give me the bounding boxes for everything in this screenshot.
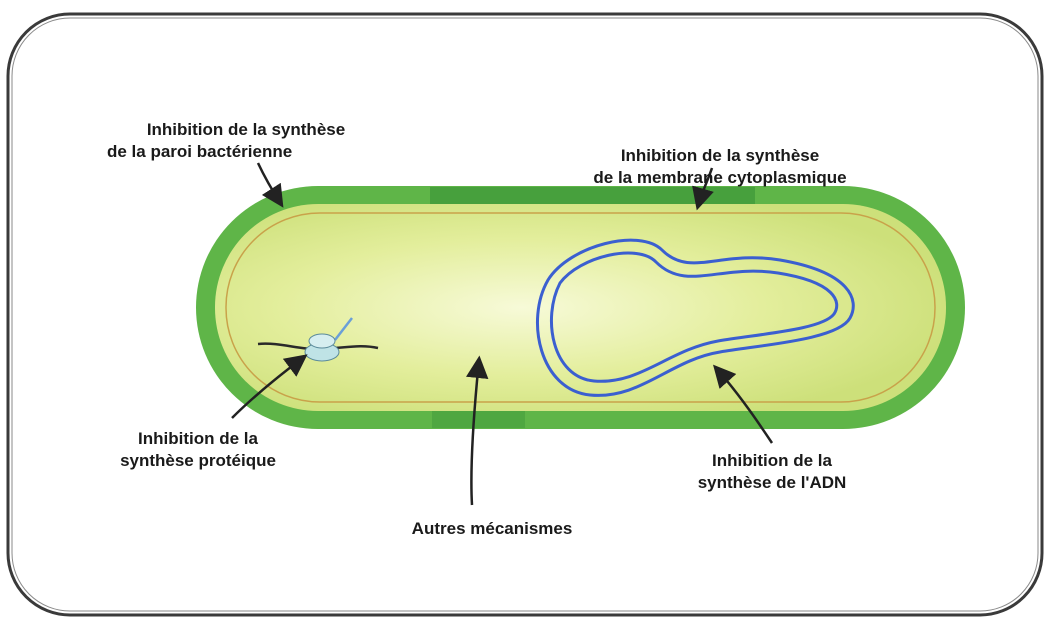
label-membrane-line1: Inhibition de la synthèse (570, 145, 870, 167)
label-membrane-line2: de la membrane cytoplasmique (570, 167, 870, 189)
label-protein-line2: synthèse protéique (88, 450, 308, 472)
membrane-band-top (430, 187, 755, 205)
label-other-line1: Autres mécanismes (372, 518, 612, 540)
ribosome-large (309, 334, 335, 348)
label-dna-line1: Inhibition de la (662, 450, 882, 472)
membrane-band-bottom (432, 410, 525, 428)
label-cell-wall-line1: Inhibition de la synthèse (96, 119, 396, 141)
label-cell-wall-line2: de la paroi bactérienne (96, 141, 396, 163)
label-other-mechanisms: Autres mécanismes (372, 518, 612, 540)
label-protein-inhibition: Inhibition de la synthèse protéique (88, 428, 308, 472)
label-cell-wall-inhibition: Inhibition de la synthèse de la paroi ba… (96, 119, 396, 163)
label-protein-line1: Inhibition de la (88, 428, 308, 450)
label-dna-line2: synthèse de l'ADN (662, 472, 882, 494)
label-membrane-inhibition: Inhibition de la synthèse de la membrane… (570, 145, 870, 189)
label-dna-inhibition: Inhibition de la synthèse de l'ADN (662, 450, 882, 494)
